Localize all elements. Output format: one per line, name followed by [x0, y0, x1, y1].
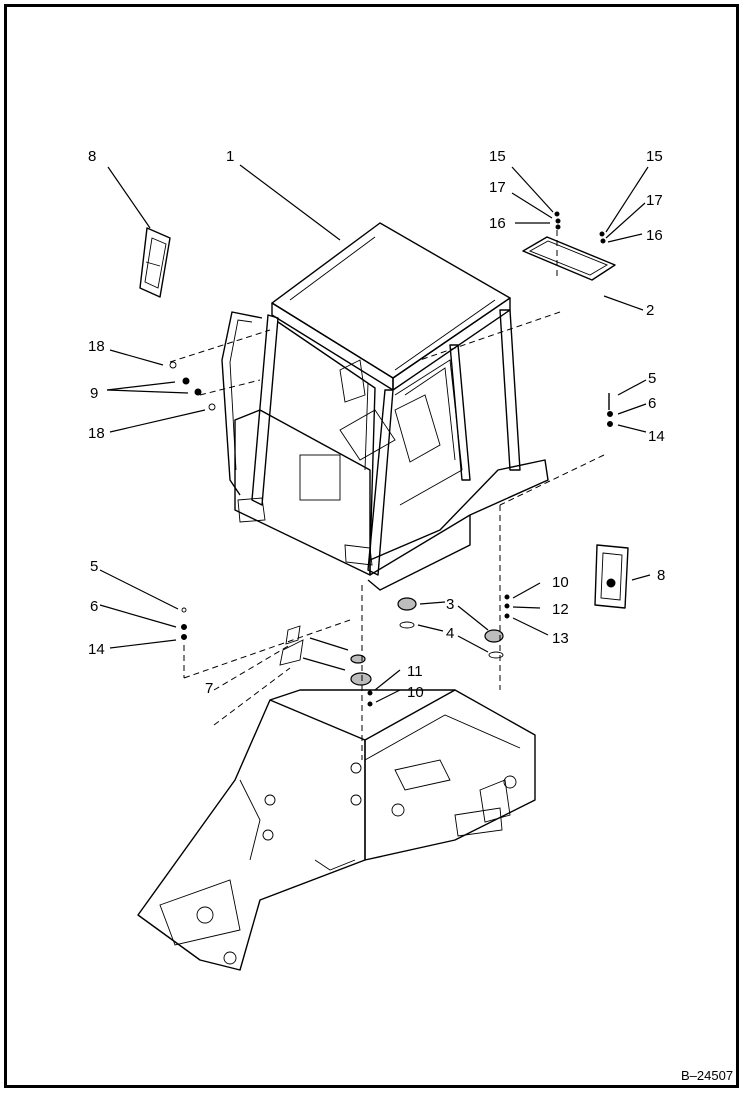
leader-lines — [99, 164, 651, 703]
callout-15-a: 15 — [489, 148, 506, 165]
callout-17-a: 17 — [489, 179, 506, 196]
roof-panel — [522, 236, 616, 281]
chassis-frame — [137, 689, 536, 971]
callout-1: 1 — [226, 148, 234, 165]
cab-assembly — [221, 222, 549, 591]
callout-15-b: 15 — [646, 148, 663, 165]
callout-13: 13 — [552, 630, 569, 647]
callout-6-left: 6 — [90, 598, 98, 615]
callout-9: 9 — [90, 385, 98, 402]
callout-14-left: 14 — [88, 641, 105, 658]
mount-hardware — [279, 597, 504, 686]
assembly-centerlines — [169, 230, 605, 760]
callout-3: 3 — [446, 596, 454, 613]
callout-14-right: 14 — [648, 428, 665, 445]
callout-16-a: 16 — [489, 215, 506, 232]
callout-4: 4 — [446, 625, 454, 642]
callout-8-right: 8 — [657, 567, 665, 584]
callout-7: 7 — [205, 680, 213, 697]
figure-id: B–24507 — [681, 1068, 733, 1083]
callout-5-right: 5 — [648, 370, 656, 387]
callout-18-upper: 18 — [88, 338, 105, 355]
diagram-frame — [4, 4, 739, 1088]
fastener-dots — [169, 211, 613, 707]
callout-10-lower: 10 — [407, 684, 424, 701]
callout-12: 12 — [552, 601, 569, 618]
callout-10-upper: 10 — [552, 574, 569, 591]
callout-17-b: 17 — [646, 192, 663, 209]
callout-8-left: 8 — [88, 148, 96, 165]
callout-16-b: 16 — [646, 227, 663, 244]
callout-5-left: 5 — [90, 558, 98, 575]
callout-11: 11 — [407, 663, 423, 680]
callout-2: 2 — [646, 302, 654, 319]
callout-6-right: 6 — [648, 395, 656, 412]
light-left — [139, 227, 171, 298]
callout-18-lower: 18 — [88, 425, 105, 442]
light-right — [594, 544, 629, 609]
callout-labels: 8 1 15 17 16 15 17 16 2 18 9 18 5 6 14 5… — [88, 148, 665, 701]
